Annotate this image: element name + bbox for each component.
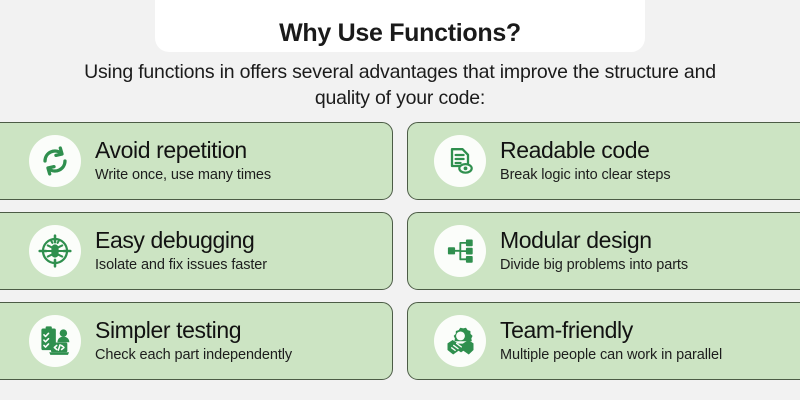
clipboard-code-person-icon <box>29 315 81 367</box>
card-subtitle: Multiple people can work in parallel <box>500 346 723 363</box>
card-text: Modular design Divide big problems into … <box>500 226 689 274</box>
card-row-3: Simpler testing Check each part independ… <box>0 302 800 392</box>
card-subtitle: Isolate and fix issues faster <box>95 256 267 273</box>
feature-card-avoid-repetition[interactable]: Avoid repetition Write once, use many ti… <box>0 122 393 200</box>
card-subtitle: Check each part independently <box>95 346 293 363</box>
handshake-gear-icon <box>434 315 486 367</box>
feature-card-grid: Avoid repetition Write once, use many ti… <box>0 122 800 392</box>
card-text: Team-friendly Multiple people can work i… <box>500 316 723 364</box>
bug-target-icon <box>29 225 81 277</box>
page-subtitle: Using functions in offers several advant… <box>84 61 716 109</box>
card-subtitle: Break logic into clear steps <box>500 166 671 183</box>
page-title: Why Use Functions? <box>279 19 521 47</box>
feature-card-easy-debugging[interactable]: Easy debugging Isolate and fix issues fa… <box>0 212 393 290</box>
feature-card-readable-code[interactable]: Readable code Break logic into clear ste… <box>407 122 800 200</box>
sitemap-tree-icon <box>434 225 486 277</box>
card-title: Readable code <box>500 136 650 163</box>
card-row-2: Easy debugging Isolate and fix issues fa… <box>0 212 800 302</box>
document-eye-icon <box>434 135 486 187</box>
feature-card-team-friendly[interactable]: Team-friendly Multiple people can work i… <box>407 302 800 380</box>
card-text: Easy debugging Isolate and fix issues fa… <box>95 226 267 274</box>
card-title: Team-friendly <box>500 316 633 343</box>
card-title: Avoid repetition <box>95 136 247 163</box>
refresh-cycle-icon <box>29 135 81 187</box>
card-subtitle: Write once, use many times <box>95 166 272 183</box>
feature-card-modular-design[interactable]: Modular design Divide big problems into … <box>407 212 800 290</box>
card-title: Simpler testing <box>95 316 242 343</box>
card-text: Avoid repetition Write once, use many ti… <box>95 136 272 184</box>
card-row-1: Avoid repetition Write once, use many ti… <box>0 122 800 212</box>
card-title: Modular design <box>500 226 652 253</box>
card-text: Simpler testing Check each part independ… <box>95 316 293 364</box>
title-card: Why Use Functions? <box>155 0 645 52</box>
feature-card-simpler-testing[interactable]: Simpler testing Check each part independ… <box>0 302 393 380</box>
card-title: Easy debugging <box>95 226 255 253</box>
card-text: Readable code Break logic into clear ste… <box>500 136 671 184</box>
card-subtitle: Divide big problems into parts <box>500 256 689 273</box>
